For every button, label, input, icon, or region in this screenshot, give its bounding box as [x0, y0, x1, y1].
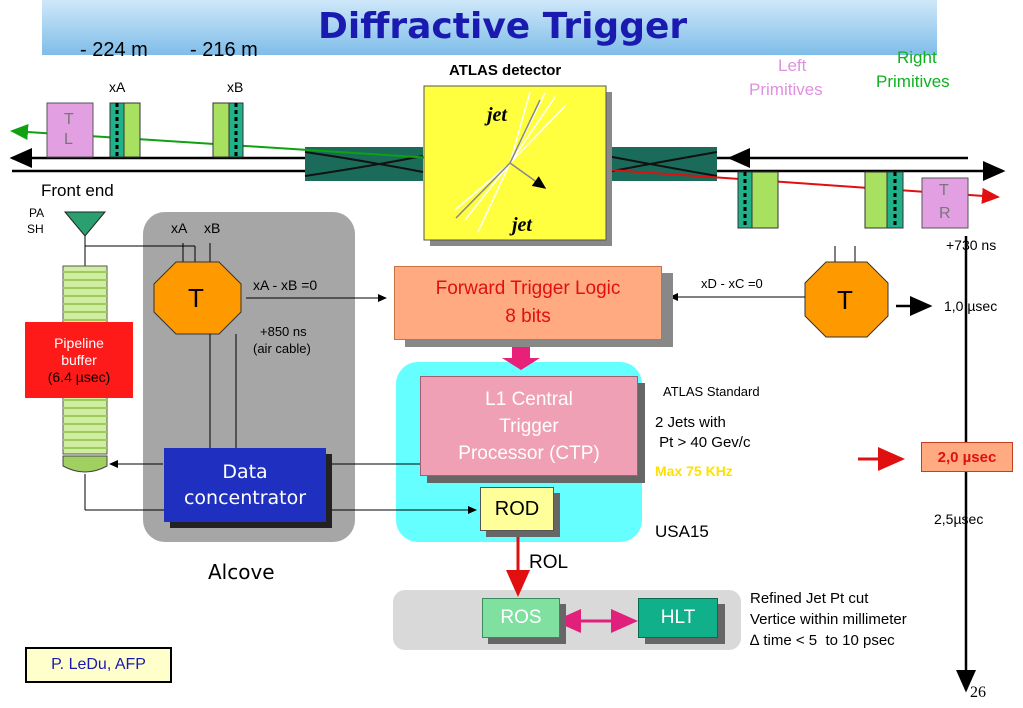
alcove-label: Alcove — [208, 560, 275, 584]
atlas-standard-title: ATLAS Standard — [663, 384, 760, 399]
refined-line3: ∆ time < 5 to 10 psec — [750, 632, 895, 649]
right-trigger-t: T — [837, 285, 853, 315]
right-primitives-line1: Right — [897, 48, 937, 67]
station-xa-label: xA — [109, 79, 126, 95]
station-tl-l: L — [64, 131, 73, 148]
rod-box: ROD — [480, 487, 554, 531]
pa-label: PA — [29, 206, 45, 220]
title-banner — [42, 0, 937, 55]
pipeline-line2: buffer — [61, 351, 97, 368]
refined-line1: Refined Jet Pt cut — [750, 590, 869, 607]
xa-xb-condition: xA - xB =0 — [253, 277, 318, 293]
time-2-5-usec: 2,5µsec — [934, 511, 984, 527]
time-1-0-usec: 1,0 µsec — [944, 298, 998, 314]
sh-label: SH — [27, 222, 44, 236]
position-224m: - 224 m — [80, 39, 148, 61]
detector-label: ATLAS detector — [449, 62, 562, 79]
delay-air-cable: (air cable) — [253, 341, 311, 356]
ctp-line1: L1 Central — [485, 388, 573, 410]
station-tr-r: R — [939, 205, 951, 222]
hlt-box: HLT — [638, 598, 718, 638]
ftl-line1: Forward Trigger Logic — [435, 278, 621, 299]
jet-top-label: jet — [487, 104, 507, 126]
ftl-line2: 8 bits — [505, 306, 551, 327]
xd-xc-condition: xD - xC =0 — [701, 276, 763, 291]
front-end-label: Front end — [41, 181, 114, 200]
page-number: 26 — [970, 684, 986, 701]
time-730ns: +730 ns — [946, 237, 997, 253]
time-2-0-usec-box: 2,0 µsec — [921, 442, 1013, 472]
refined-line2: Vertice within millimeter — [750, 611, 907, 628]
data-concentrator-box: Data concentrator — [164, 448, 326, 522]
right-primitives-line2: Primitives — [876, 72, 950, 91]
left-primitives-line2: Primitives — [749, 80, 823, 99]
hlt-label: HLT — [660, 607, 696, 628]
atlas-standard-line2: Pt > 40 Gev/c — [655, 434, 751, 451]
atlas-standard-line1: 2 Jets with — [655, 414, 726, 431]
pipeline-line1: Pipeline — [54, 334, 104, 351]
pipeline-buffer: Pipeline buffer (6.4 µsec) — [25, 322, 133, 398]
pipeline-line3: (6.4 µsec) — [47, 368, 111, 385]
alcove-xb-label: xB — [204, 220, 221, 236]
time-2-0-usec: 2,0 µsec — [937, 448, 997, 466]
position-216m: - 216 m — [190, 39, 258, 61]
ros-label: ROS — [500, 607, 542, 628]
station-tl-t: T — [64, 111, 74, 128]
ros-box: ROS — [482, 598, 560, 638]
ctp-line3: Processor (CTP) — [458, 442, 600, 464]
alcove-trigger-t: T — [188, 283, 204, 313]
station-tr-t: T — [939, 182, 949, 199]
rod-label: ROD — [494, 497, 540, 520]
page-title: Diffractive Trigger — [318, 6, 688, 47]
station-xb-label: xB — [227, 79, 244, 95]
forward-trigger-logic-box: Forward Trigger Logic 8 bits — [394, 266, 662, 340]
left-primitives-line1: Left — [778, 56, 807, 75]
data-concentrator-line1: Data — [222, 461, 268, 483]
atlas-standard-max: Max 75 KHz — [655, 463, 733, 479]
rol-label: ROL — [529, 552, 569, 573]
author-box: P. LeDu, AFP — [25, 647, 172, 683]
ctp-box: L1 Central Trigger Processor (CTP) — [420, 376, 638, 476]
author-label: P. LeDu, AFP — [51, 656, 146, 673]
data-concentrator-line2: concentrator — [183, 487, 307, 509]
ctp-line2: Trigger — [499, 415, 559, 437]
jet-bottom-label: jet — [512, 214, 532, 236]
alcove-xa-label: xA — [171, 220, 188, 236]
delay-850ns: +850 ns — [260, 324, 307, 339]
usa15-label: USA15 — [655, 522, 709, 541]
